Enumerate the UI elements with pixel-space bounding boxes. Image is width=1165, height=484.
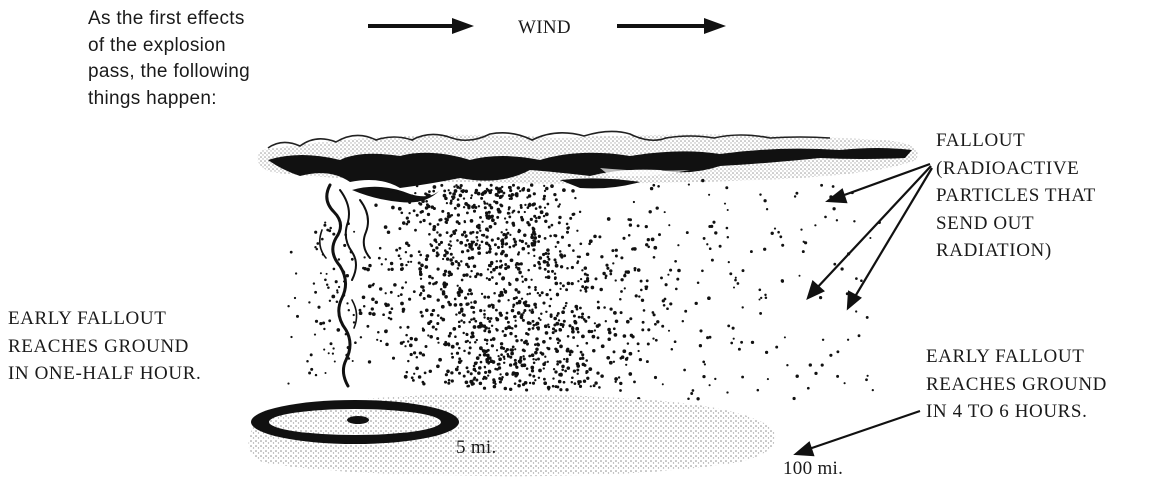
cloud	[258, 131, 918, 202]
wind-label: WIND	[518, 14, 571, 41]
wind-arrow-right	[617, 18, 726, 34]
early-fallout-half-hour-label: EARLY FALLOUT REACHES GROUND IN ONE-HALF…	[8, 305, 201, 388]
ground-fallout-zone	[249, 394, 776, 476]
distance-5mi-label: 5 mi.	[456, 434, 497, 461]
fallout-label: FALLOUT (RADIOACTIVE PARTICLES THAT SEND…	[936, 127, 1096, 265]
wind-arrow-left	[368, 18, 474, 34]
distance-100mi-label: 100 mi.	[783, 455, 843, 482]
ground-pointer-arrow	[796, 411, 920, 455]
fallout-pointer-arrows	[808, 164, 932, 308]
intro-text: As the first effects of the explosion pa…	[88, 6, 250, 112]
fallout-particles	[287, 179, 881, 401]
early-fallout-hours-label: EARLY FALLOUT REACHES GROUND IN 4 TO 6 H…	[926, 343, 1107, 426]
